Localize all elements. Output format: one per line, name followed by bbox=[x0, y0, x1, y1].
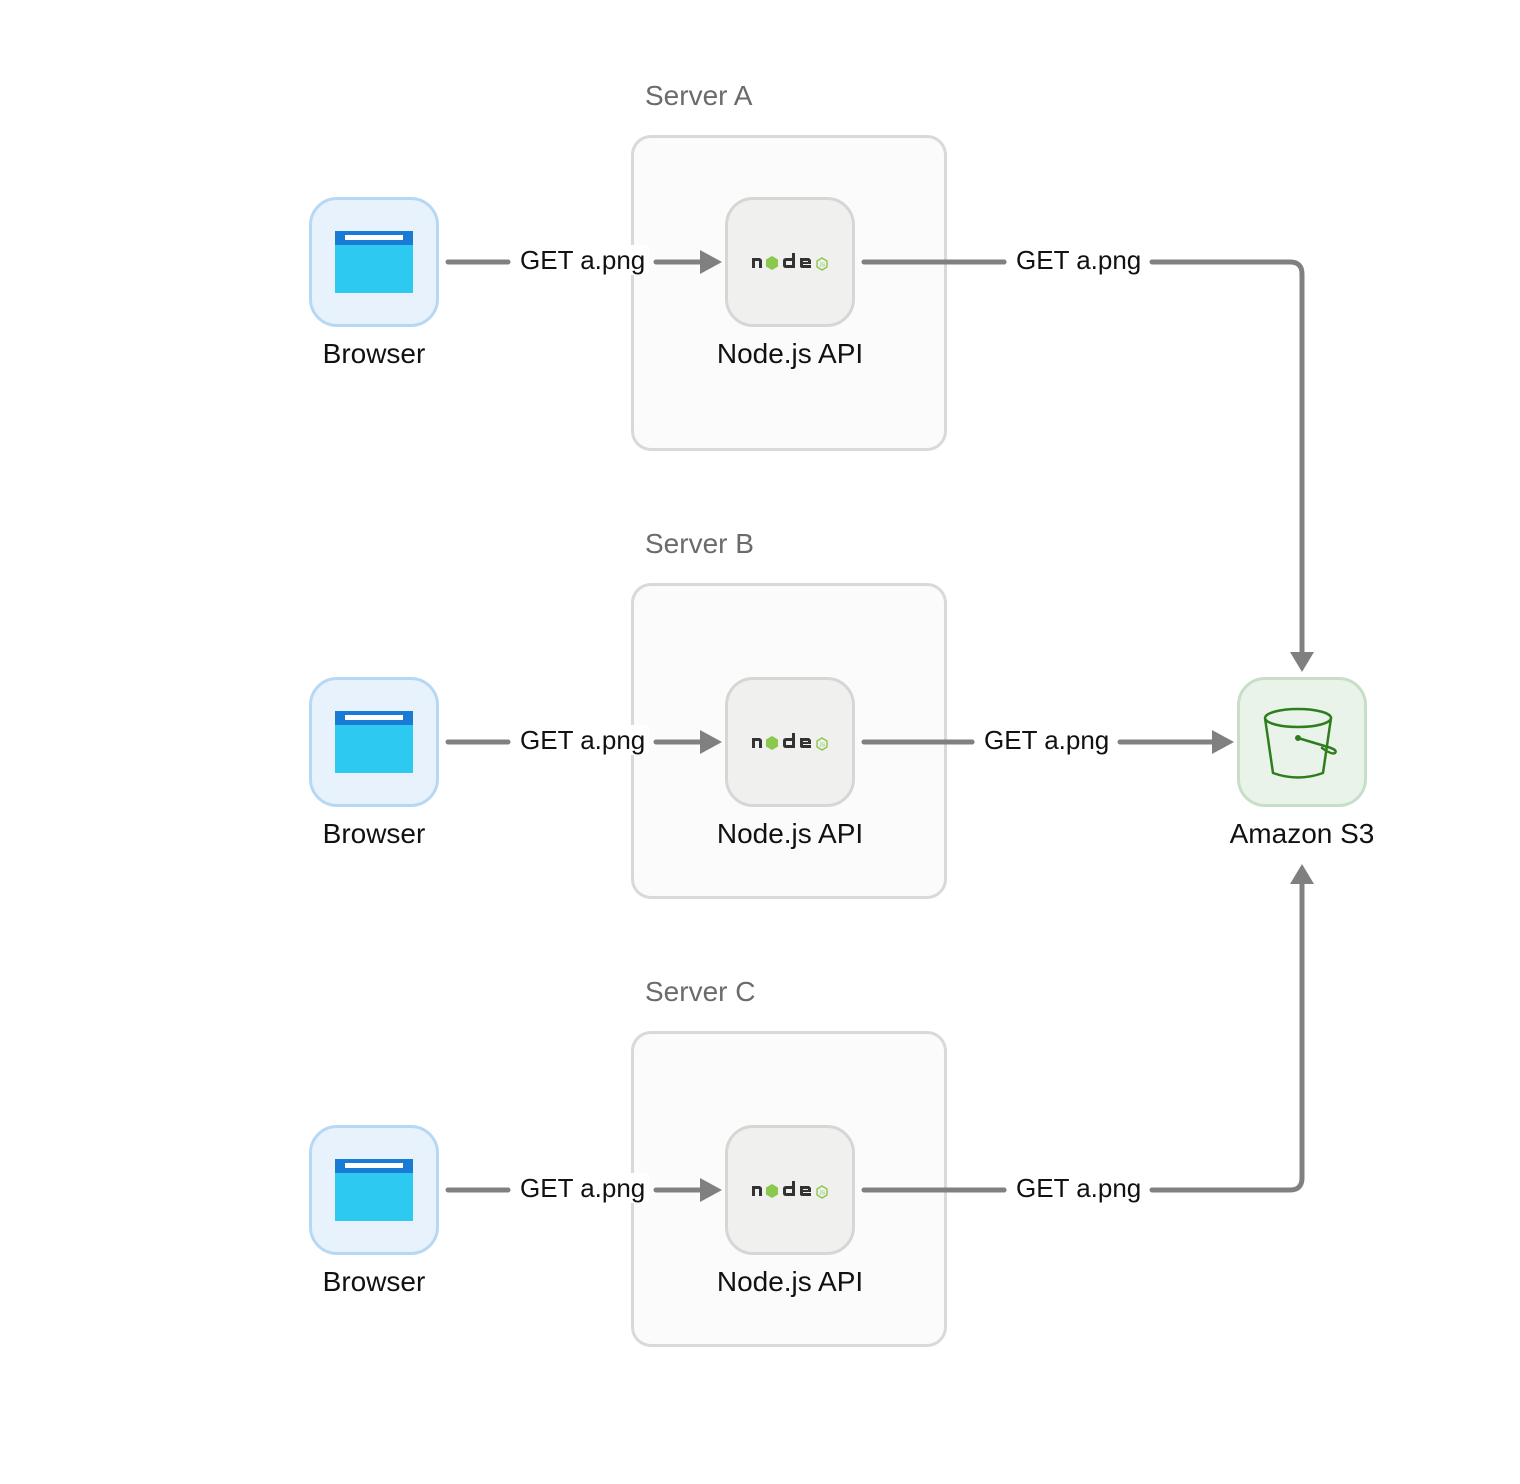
edge-api-a-to-s3-right bbox=[1149, 259, 1305, 655]
nodejs-logo-icon: JS bbox=[752, 733, 828, 751]
s3-label: Amazon S3 bbox=[1229, 818, 1375, 849]
group-title-server-c: Server C bbox=[645, 976, 756, 1007]
arrowhead-s3-bottom bbox=[1290, 864, 1314, 884]
browser-node-b[interactable] bbox=[309, 677, 439, 807]
browser-window-icon bbox=[335, 711, 413, 773]
browser-window-icon bbox=[335, 1159, 413, 1221]
api-label-b: Node.js API bbox=[716, 818, 864, 849]
arrowhead-s3-left bbox=[1212, 730, 1234, 754]
browser-label-b: Browser bbox=[322, 818, 426, 849]
svg-text:JS: JS bbox=[819, 1191, 826, 1197]
edge-label-api-b-to-s3: GET a.png bbox=[980, 725, 1114, 755]
arrowhead-overlay-c bbox=[700, 1178, 722, 1202]
arrowhead-overlay-a bbox=[700, 250, 722, 274]
s3-node[interactable] bbox=[1237, 677, 1367, 807]
api-label-c: Node.js API bbox=[716, 1266, 864, 1297]
browser-label-c: Browser bbox=[322, 1266, 426, 1297]
browser-node-a[interactable] bbox=[309, 197, 439, 327]
group-title-server-a: Server A bbox=[645, 80, 753, 111]
api-label-a: Node.js API bbox=[716, 338, 864, 369]
edge-label-browser-b-to-api: GET a.png bbox=[516, 725, 650, 755]
arrowhead-overlay-b bbox=[700, 730, 722, 754]
edge-label-browser-a-to-api: GET a.png bbox=[516, 245, 650, 275]
api-node-c[interactable]: JS bbox=[725, 1125, 855, 1255]
browser-node-c[interactable] bbox=[309, 1125, 439, 1255]
api-node-b[interactable]: JS bbox=[725, 677, 855, 807]
browser-label-a: Browser bbox=[322, 338, 426, 369]
edge-api-c-to-s3-right bbox=[1149, 881, 1305, 1193]
svg-text:JS: JS bbox=[819, 263, 826, 269]
arrowheads-s3 bbox=[1212, 652, 1314, 884]
edge-label-browser-c-to-api: GET a.png bbox=[516, 1173, 650, 1203]
edge-label-api-a-to-s3: GET a.png bbox=[1012, 245, 1146, 275]
nodejs-logo-icon: JS bbox=[752, 253, 828, 271]
arrowhead-s3-top bbox=[1290, 652, 1314, 672]
nodejs-logo-icon: JS bbox=[752, 1181, 828, 1199]
api-node-a[interactable]: JS bbox=[725, 197, 855, 327]
group-title-server-b: Server B bbox=[645, 528, 754, 559]
browser-window-icon bbox=[335, 231, 413, 293]
s3-bucket-icon bbox=[1263, 707, 1337, 779]
svg-text:JS: JS bbox=[819, 743, 826, 749]
edge-label-api-c-to-s3: GET a.png bbox=[1012, 1173, 1146, 1203]
